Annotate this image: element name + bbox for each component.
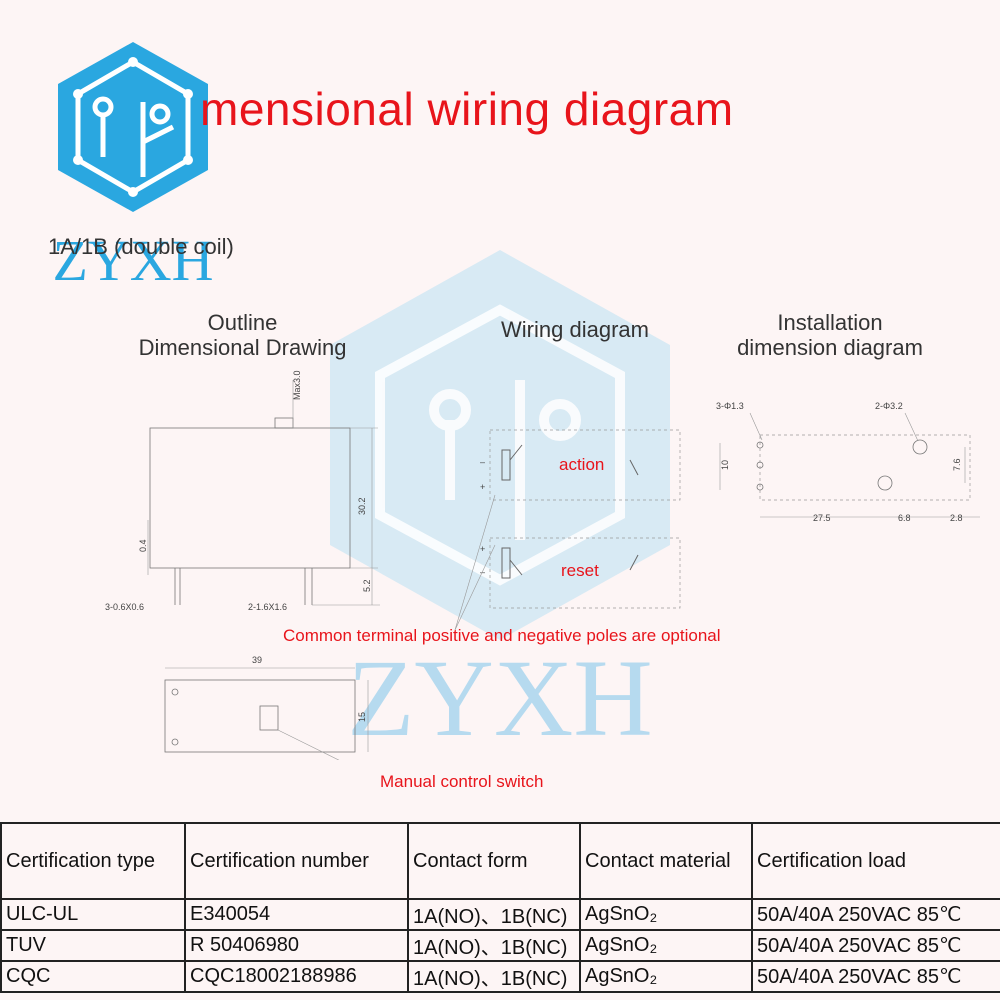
wiring-drawing: + – + –: [454, 429, 681, 631]
cell-number: CQC18002188986: [184, 960, 409, 993]
dim-w275: 27.5: [813, 513, 831, 523]
dim-holes-small: 3-Φ1.3: [716, 401, 744, 411]
plus-terminal-1: +: [480, 482, 485, 492]
brand-text: ZYXH: [52, 228, 213, 292]
cell-form: 1A(NO)、1B(NC): [407, 960, 581, 993]
header-certification-number: Certification number: [184, 822, 409, 900]
installation-drawing: 10 7.6 27.5 6.8 2.8 3-Φ1.3 2-Φ3.2: [716, 401, 980, 523]
header-certification-load: Certification load: [751, 822, 1000, 900]
installation-section-title: Installation dimension diagram: [737, 310, 923, 360]
brand-logo: ZYXH: [52, 42, 214, 292]
reset-label: reset: [561, 561, 599, 580]
cell-type: ULC-UL: [0, 898, 186, 931]
cell-material: AgSnO₂: [579, 929, 753, 962]
dim-pin: 0.4: [138, 539, 148, 552]
manual-switch-label: Manual control switch: [380, 772, 544, 791]
dim-w28: 2.8: [950, 513, 963, 523]
header-certification-type: Certification type: [0, 822, 186, 900]
plus-terminal-2: +: [480, 544, 485, 554]
table-row: TUV R 50406980 1A(NO)、1B(NC) AgSnO₂ 50A/…: [0, 929, 1000, 962]
header-contact-form: Contact form: [407, 822, 581, 900]
table-header-row: Certification type Certification number …: [0, 822, 1000, 900]
top-view-drawing: 39 15: [164, 655, 369, 760]
cell-number: R 50406980: [184, 929, 409, 962]
dim-w68: 6.8: [898, 513, 911, 523]
cell-material: AgSnO₂: [579, 960, 753, 993]
outline-section-title: Outline Dimensional Drawing: [138, 310, 347, 360]
cell-material: AgSnO₂: [579, 898, 753, 931]
cell-load: 50A/40A 250VAC 85℃: [751, 960, 1000, 993]
dim-h76: 7.6: [952, 458, 962, 471]
watermark-logo: ZYXH: [330, 250, 670, 759]
cell-number: E340054: [184, 898, 409, 931]
dim-holes-large: 2-Φ3.2: [875, 401, 903, 411]
table-row: CQC CQC18002188986 1A(NO)、1B(NC) AgSnO₂ …: [0, 960, 1000, 993]
coil-type-subtitle: 1A/1B (double coil): [48, 234, 234, 259]
dim-length: 39: [252, 655, 262, 665]
outline-drawing: Max3.0 30.2 5.2 0.4 3-0.6X0.6 2-1.6X1.6: [105, 370, 380, 612]
certification-table: Certification type Certification number …: [0, 822, 1000, 993]
dim-h10: 10: [720, 460, 730, 470]
dim-height: 30.2: [357, 497, 367, 515]
cell-load: 50A/40A 250VAC 85℃: [751, 898, 1000, 931]
cell-form: 1A(NO)、1B(NC): [407, 898, 581, 931]
dim-width: 15: [357, 712, 367, 722]
minus-terminal-1: –: [480, 457, 485, 467]
cell-type: CQC: [0, 960, 186, 993]
cell-type: TUV: [0, 929, 186, 962]
header-contact-material: Contact material: [579, 822, 753, 900]
watermark-text: ZYXH: [347, 637, 653, 759]
common-terminal-note: Common terminal positive and negative po…: [283, 626, 721, 645]
cell-load: 50A/40A 250VAC 85℃: [751, 929, 1000, 962]
dim-pins-a: 3-0.6X0.6: [105, 602, 144, 612]
action-label: action: [559, 455, 605, 474]
table-row: ULC-UL E340054 1A(NO)、1B(NC) AgSnO₂ 50A/…: [0, 898, 1000, 931]
page-title: mensional wiring diagram: [200, 83, 734, 135]
dim-max: Max3.0: [292, 370, 302, 400]
dim-pins-b: 2-1.6X1.6: [248, 602, 287, 612]
dim-pin-len: 5.2: [362, 579, 372, 592]
wiring-section-title: Wiring diagram: [501, 317, 649, 342]
cell-form: 1A(NO)、1B(NC): [407, 929, 581, 962]
